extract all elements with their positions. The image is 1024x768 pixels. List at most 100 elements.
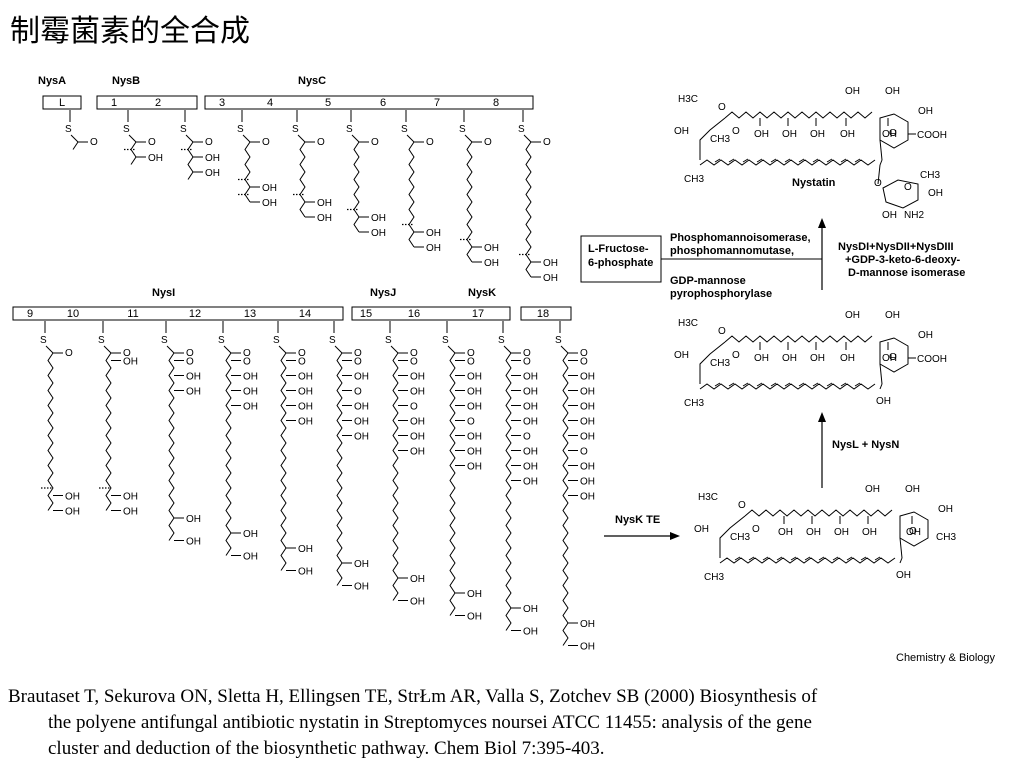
thioester-bond [297,134,306,143]
carbon-backbone [47,352,54,511]
sulfur-label: S [123,124,130,135]
thioester-bond [447,345,456,354]
sulfur-label: S [40,335,47,346]
thioester-bond [503,345,512,354]
double-bond [742,158,749,163]
module-label: 13 [244,308,256,320]
carbonyl-oxygen-label: O [410,348,418,359]
hydroxyl-label: OH [186,372,201,383]
module-label: 17 [472,308,484,320]
carbon-backbone [105,352,112,511]
hydroxyl-label: OH [148,153,163,164]
double-bond [798,382,805,387]
double-bond [812,158,819,163]
thioester-bond [406,134,415,143]
ring-closure-right [879,363,883,385]
enzyme1-label-line2: phosphomannomutase, [670,245,794,257]
hydroxyl-label: OH [674,350,689,361]
carbon-backbone [466,141,473,263]
carbon-backbone [72,141,79,150]
carbonyl-oxygen-label: O [243,348,251,359]
ring-closure-left [699,341,726,384]
hydroxyl-label: OH [896,570,911,581]
carboxyl-label: COOH [917,354,947,365]
keto-oxygen-label: O [467,357,475,368]
hydroxyl-label: OH [840,129,855,140]
methyl-label: CH3 [684,174,704,185]
methyl-label: CH3 [684,398,704,409]
module-label: 1 [111,97,117,109]
double-bond [728,382,735,387]
polyene-backbone [719,557,896,564]
hydroxyl-label: OH [845,86,860,97]
hydroxyl-label: OH [298,544,313,555]
double-bond [840,158,847,163]
step-label-nysl-nysn: NysL + NysN [832,439,899,451]
carbonyl-oxygen-label: O [262,137,270,148]
hydroxyl-label: OH [205,153,220,164]
hydroxyl-label: OH [243,529,258,540]
hydroxyl-label: OH [410,597,425,608]
hydroxyl-label: OH [778,527,793,538]
hydroxyl-label: OH [782,353,797,364]
hydroxyl-label: OH [467,387,482,398]
carbon-backbone [187,141,194,180]
methyl-label: H3C [698,492,718,503]
carbonyl-oxygen-label: O [186,348,194,359]
hydroxyl-label: OH [523,604,538,615]
carbonyl-oxygen-label: O [123,348,131,359]
polyketide-chain: SO [65,110,98,150]
carbon-backbone [392,352,399,601]
carbonyl-oxygen-label: O [371,137,379,148]
citation-line-1: Brautaset T, Sekurova ON, Sletta H, Elli… [8,686,818,707]
hydroxyl-label: OH [580,372,595,383]
thioester-bond [351,134,360,143]
pathway-arrows [604,218,826,540]
hydroxyl-label: OH [205,168,220,179]
ring-closure-right [899,557,903,564]
double-bond [756,158,763,163]
hydroxyl-label: OH [523,372,538,383]
hydroxyl-label: OH [467,447,482,458]
module-label: 7 [434,97,440,109]
hydroxyl-label: OH [243,387,258,398]
carbonyl-oxygen-label: O [752,524,760,535]
hydroxyl-label: OH [865,484,880,495]
hydroxyl-label: OH [467,432,482,443]
module-label: 10 [67,308,79,320]
hydroxyl-label: OH [243,402,258,413]
sulfur-label: S [518,124,525,135]
double-bond [784,382,791,387]
carboxyl-label: COOH [917,130,947,141]
double-bond [818,556,825,561]
carbonyl-oxygen-label: O [484,137,492,148]
sulfur-label: S [273,335,280,346]
carbonyl-oxygen-label: O [732,126,740,137]
carbonyl-oxygen-label: O [298,348,306,359]
thioester-bond [223,345,232,354]
double-bond [860,556,867,561]
hydroxyl-label: OH [782,129,797,140]
thioester-bond [390,345,399,354]
carbonyl-oxygen-label: O [90,137,98,148]
sulfur-label: S [401,124,408,135]
keto-oxygen-label: O [523,432,531,443]
carbon-backbone [449,352,456,616]
hydroxyl-label: OH [882,210,897,221]
ring-closure-left [719,515,746,558]
hydroxyl-label: OH [123,357,138,368]
carbon-backbone [525,141,532,278]
hydroxyl-label: OH [298,417,313,428]
hydroxyl-label: OH [834,527,849,538]
sulfur-label: S [65,124,72,135]
hydroxyl-label: OH [298,567,313,578]
hydroxyl-label: OH [410,432,425,443]
